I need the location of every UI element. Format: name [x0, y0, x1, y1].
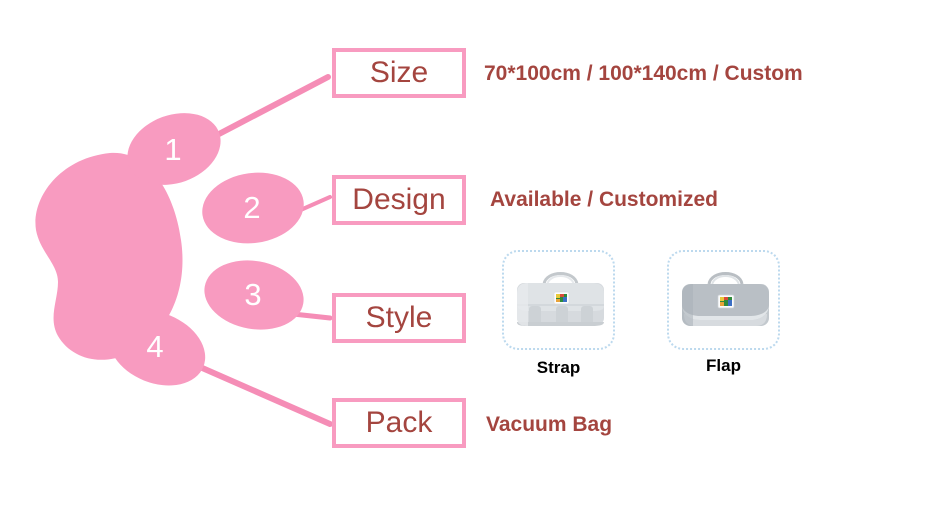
connector-line-1	[216, 74, 331, 137]
label-box-style: Style	[332, 293, 466, 343]
style-option-flap: Flap	[667, 250, 780, 374]
label-text-pack: Pack	[365, 406, 433, 439]
grey-flap-bag-image	[682, 272, 769, 326]
paw-toe-2	[202, 172, 304, 244]
label-box-size: Size	[332, 48, 466, 98]
label-text-size: Size	[369, 56, 429, 89]
paw-toe-4	[108, 310, 206, 386]
paw-pad-shape	[35, 152, 183, 360]
label-text-design: Design	[352, 183, 446, 216]
label-text-style: Style	[365, 301, 433, 334]
detail-text-design: Available / Customized	[490, 188, 718, 211]
paw-toe-3	[204, 260, 304, 330]
paw-number-1: 1	[164, 132, 182, 167]
label-box-design: Design	[332, 175, 466, 225]
paw-number-2: 2	[243, 190, 261, 225]
detail-text-size: 70*100cm / 100*140cm / Custom	[484, 62, 803, 85]
style-thumb-frame-strap	[502, 250, 615, 350]
style-thumb-frame-flap	[667, 250, 780, 350]
grey-strap-bag-image	[517, 272, 604, 326]
paw-toe-1	[127, 113, 221, 185]
connector-line-4	[197, 364, 333, 427]
detail-text-pack: Vacuum Bag	[486, 413, 613, 436]
paw-number-4: 4	[146, 329, 164, 364]
style-caption-strap: Strap	[536, 358, 581, 377]
paw-number-3: 3	[244, 277, 262, 312]
connector-lines	[197, 74, 333, 427]
style-caption-flap: Flap	[706, 356, 741, 375]
label-box-pack: Pack	[332, 398, 466, 448]
style-option-strap: Strap	[502, 250, 615, 376]
connector-line-3	[290, 311, 333, 321]
